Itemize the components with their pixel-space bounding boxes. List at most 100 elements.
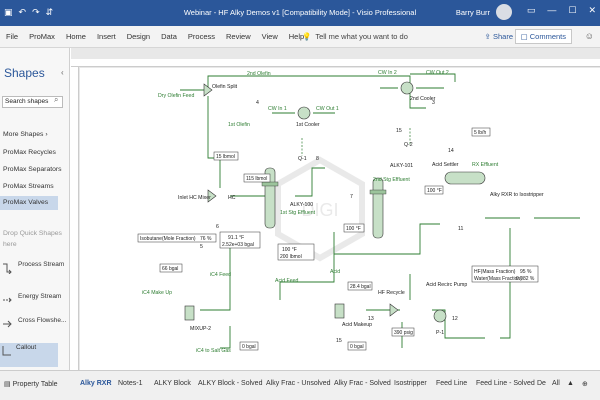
svg-text:2.52e+03 bgal: 2.52e+03 bgal [222,242,254,248]
stream-number-8: 8 [316,156,319,162]
tab-promax[interactable]: ProMax [29,32,55,41]
avatar[interactable] [496,4,512,20]
page-tab-feed-line[interactable]: Feed Line [436,380,468,387]
comments-button[interactable]: ▢ Comments [514,29,572,44]
user-name[interactable]: Barry Burr [455,8,490,17]
alky-101-reactor[interactable] [369,177,387,239]
label-acid-makeup: Acid Makeup [342,322,372,328]
databox-66-bgal[interactable]: 66 bgal [159,263,183,273]
stream-number-3: 3 [432,100,435,106]
svg-text:5 lb/h: 5 lb/h [474,130,486,136]
mixup-2[interactable] [184,305,195,321]
databox-115-lbmol[interactable]: 115 lbmol [243,173,271,183]
maximize-icon[interactable]: ☐ [568,5,577,15]
redo-icon[interactable]: ↷ [32,7,40,17]
search-icon[interactable]: ⌕ [54,95,59,104]
tab-review[interactable]: Review [226,32,251,41]
page-tab-alky-frac-unsolved[interactable]: Alky Frac - Unsolved [266,380,331,387]
databox-isobutane[interactable]: Isobutane(Mole Fraction) 76 % [137,233,217,243]
undo-icon[interactable]: ↶ [18,7,27,17]
page-tab-isostripper[interactable]: Isostripper [394,380,427,387]
quick-access-toolbar: ▣ ↶ ↷ ⇵ [4,6,53,18]
all-pages-dropdown-icon[interactable]: ▲ [567,380,574,387]
databox-28-bgal[interactable]: 28.4 bgal [347,281,373,291]
tab-process[interactable]: Process [187,32,216,41]
stencil-promax-recycles[interactable]: ProMax Recycles [3,149,56,156]
save-icon[interactable]: ▣ [4,7,13,17]
svg-text:HF(Mass Fraction): HF(Mass Fraction) [474,269,516,275]
master-cross-flowsheet[interactable]: Cross Flowshe... [2,316,70,340]
page-tab-feed-line-solved[interactable]: Feed Line - Solved [476,380,535,387]
stencil-promax-separators[interactable]: ProMax Separators [3,166,62,173]
minimize-icon[interactable]: — [547,5,557,15]
label-alky-rxr-isostripper: Alky RXR to Isostripper [490,192,544,198]
hf-recycle-valve[interactable] [389,303,399,317]
svg-text:390 psig: 390 psig [394,330,413,336]
stencil-promax-valves[interactable]: ProMax Valves [0,196,58,210]
acid-settler[interactable] [444,171,486,185]
lightbulb-icon: 💡 [302,32,312,41]
svg-text:100 °F: 100 °F [346,226,361,232]
property-table-button[interactable]: ▤ Property Table [4,380,58,388]
page-tab-alky-block[interactable]: ALKY Block [154,380,191,387]
page-tab-notes-1[interactable]: Notes-1 [118,380,143,387]
databox-alky100-stream[interactable]: 100 °F 200 lbmol [277,243,315,261]
search-shapes-input[interactable]: Search shapes [2,96,63,108]
vertical-ruler[interactable] [71,67,79,370]
pump-p1[interactable] [433,309,447,323]
page-tab-alky-frac-solved[interactable]: Alky Frac - Solved [334,380,391,387]
more-shapes-menu[interactable]: More Shapes › [3,131,48,138]
tab-design[interactable]: Design [126,32,151,41]
property-table-label: Property Table [12,381,58,388]
drawing-page[interactable]: DIGI [80,68,600,370]
close-icon[interactable]: ✕ [588,5,596,15]
inlet-hc-mixer[interactable] [207,189,217,203]
ribbon-display-icon[interactable]: ▭ [526,5,536,15]
add-page-icon[interactable]: ⊕ [582,381,588,388]
databox-100f-c[interactable]: 100 °F [424,185,444,195]
tab-data[interactable]: Data [161,32,177,41]
feedback-icon[interactable]: ☺ [584,31,594,41]
master-process-stream[interactable]: Process Stream [2,260,70,284]
page-tab-alky-rxr[interactable]: Alky RXR [80,380,112,387]
tell-me-box[interactable]: 💡 Tell me what you want to do [302,32,408,41]
databox-5-lbh[interactable]: 5 lb/h [471,127,491,137]
page-tab-all[interactable]: All [552,380,560,387]
share-label: Share [492,32,513,41]
stream-number-5: 5 [200,244,203,250]
customize-icon[interactable]: ⇵ [45,7,54,17]
databox-hf-water[interactable]: HF(Mass Fraction) 95 % Water(Mass Fracti… [471,265,539,283]
acid-makeup-mixer[interactable] [334,303,345,319]
tab-file[interactable]: File [6,32,19,41]
svg-text:66 bgal: 66 bgal [162,266,178,272]
databox-0-bgal-a[interactable]: 0 bgal [239,341,259,351]
stream-number-15: 15 [396,128,402,134]
alky-100-reactor[interactable] [261,167,279,229]
tab-insert[interactable]: Insert [96,32,116,41]
master-energy-stream[interactable]: Energy Stream [2,292,70,308]
page-tab-de[interactable]: De [537,380,546,387]
databox-390-psig[interactable]: 390 psig [391,327,415,337]
master-callout[interactable]: Callout [0,343,58,367]
tab-view[interactable]: View [261,32,278,41]
page-tab-alky-block-solved[interactable]: ALKY Block - Solved [198,380,263,387]
collapse-pane-icon[interactable]: ‹ [61,68,64,77]
tab-home[interactable]: Home [65,32,86,41]
databox-100f-b[interactable]: 100 °F [343,223,365,233]
label-hf-recycle: HF Recycle [378,290,405,296]
databox-15-lbmol[interactable]: 15 lbmol [213,151,239,161]
svg-text:15 lbmol: 15 lbmol [216,154,235,160]
cooler-2[interactable] [400,81,414,95]
window-controls: ▭ — ☐ ✕ [527,5,596,16]
horizontal-ruler[interactable] [71,59,600,67]
share-button[interactable]: ⇪ Share [480,30,518,43]
tab-help[interactable]: Help [288,32,305,41]
callout-icon [2,346,11,356]
master-label: Process Stream [18,261,65,268]
cooler-1[interactable] [297,106,311,120]
stencil-promax-streams[interactable]: ProMax Streams [3,183,54,190]
databox-temp-91[interactable]: 91.1 °F 2.52e+03 bgal [219,231,261,249]
share-icon: ⇪ [484,32,493,41]
databox-0-bgal-b[interactable]: 0 bgal [347,341,367,351]
olefin-split-valve[interactable] [203,83,213,97]
